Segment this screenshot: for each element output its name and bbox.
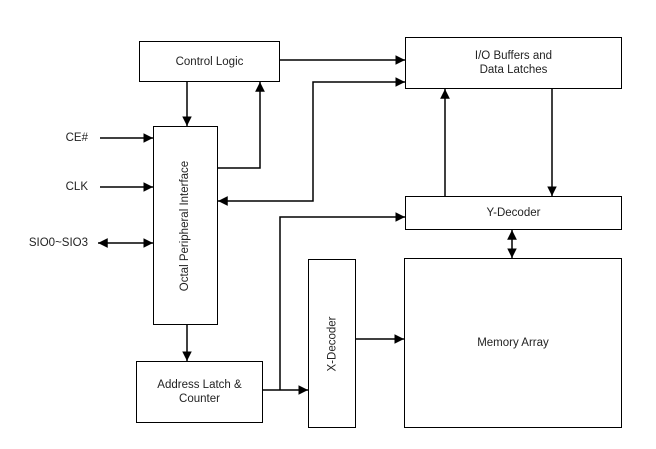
signal-label-sio: SIO0~SIO3 xyxy=(28,237,88,249)
x-decoder-label: X-Decoder xyxy=(326,316,338,371)
address-latch-counter-box: Address Latch & Counter xyxy=(136,361,263,423)
io-buffers-label-line2: Data Latches xyxy=(479,64,548,76)
io-buffers-label-line1: I/O Buffers and xyxy=(474,50,553,62)
y-decoder-box: Y-Decoder xyxy=(405,196,622,230)
arrow-opi-io-buffers-bidirectional xyxy=(218,77,405,206)
memory-array-box: Memory Array xyxy=(404,258,622,428)
octal-peripheral-interface-box: Octal Peripheral Interface xyxy=(153,126,218,325)
memory-array-label: Memory Array xyxy=(477,337,549,349)
signal-label-clk: CLK xyxy=(65,181,88,193)
x-decoder-box: X-Decoder xyxy=(308,259,356,428)
y-decoder-label: Y-Decoder xyxy=(486,207,541,219)
signal-label-ce: CE# xyxy=(65,132,88,144)
control-logic-label: Control Logic xyxy=(175,55,244,68)
address-latch-counter-label-line1: Address Latch & xyxy=(157,379,242,391)
octal-peripheral-interface-label: Octal Peripheral Interface xyxy=(179,160,192,291)
address-latch-counter-label-line2: Counter xyxy=(179,393,220,405)
arrow-address-latch-to-y-decoder xyxy=(279,212,405,390)
arrow-opi-to-control-logic xyxy=(218,82,265,169)
io-buffers-box: I/O Buffers and Data Latches xyxy=(405,37,622,89)
control-logic-box: Control Logic xyxy=(139,41,280,82)
